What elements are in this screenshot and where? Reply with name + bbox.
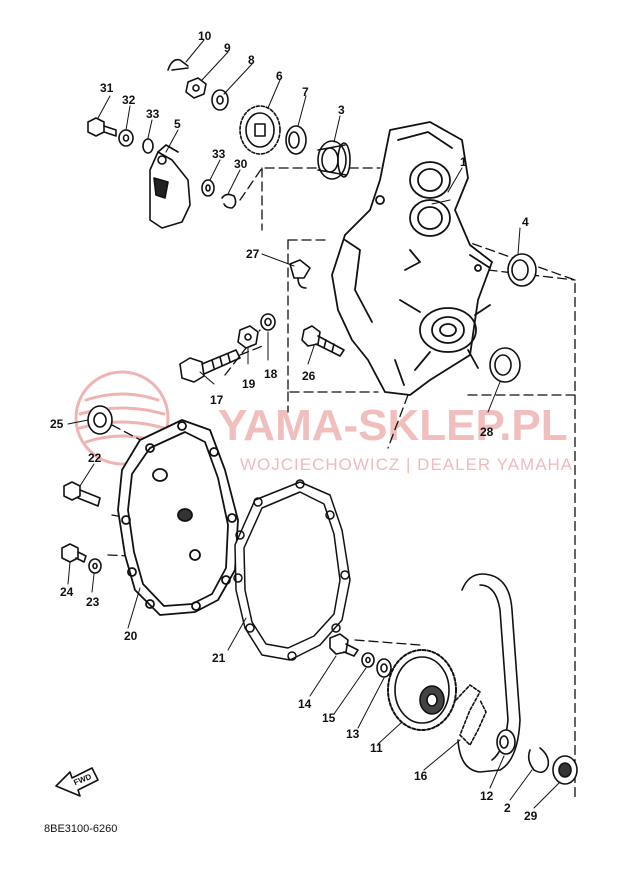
leader-lines [67, 39, 561, 809]
label-23[interactable]: 23 [86, 595, 100, 609]
watermark-subtitle: WOJCIECHOWICZ | DEALER YAMAHA [240, 455, 573, 474]
washer-13[interactable] [376, 658, 392, 678]
cotter-pin[interactable] [167, 58, 189, 71]
label-16[interactable]: 16 [414, 769, 428, 783]
collar[interactable] [285, 125, 307, 155]
washer[interactable] [211, 89, 229, 111]
label-8[interactable]: 8 [248, 53, 255, 67]
long-bolt[interactable] [179, 349, 241, 383]
gear-cover[interactable] [117, 419, 239, 616]
circlip-2[interactable] [527, 747, 550, 774]
label-28[interactable]: 28 [480, 425, 494, 439]
bearing[interactable] [317, 140, 351, 180]
sprocket-bolt[interactable] [329, 633, 359, 657]
label-24[interactable]: 24 [60, 585, 74, 599]
label-5[interactable]: 5 [174, 117, 181, 131]
bearing-29[interactable] [552, 755, 578, 785]
label-26[interactable]: 26 [302, 369, 316, 383]
oil-seal-right[interactable] [507, 253, 537, 287]
collar-12[interactable] [496, 729, 516, 755]
label-29[interactable]: 29 [524, 809, 538, 823]
sprocket[interactable] [239, 105, 281, 155]
label-1[interactable]: 1 [460, 155, 467, 169]
label-31[interactable]: 31 [100, 81, 114, 95]
label-20[interactable]: 20 [124, 629, 138, 643]
washer-small[interactable] [118, 129, 134, 147]
tensioner-arm[interactable] [149, 144, 191, 229]
cover-bolt-22[interactable] [63, 481, 101, 507]
label-22[interactable]: 22 [88, 451, 102, 465]
seal-25[interactable] [87, 405, 113, 435]
label-33-right[interactable]: 33 [212, 147, 226, 161]
label-32[interactable]: 32 [122, 93, 136, 107]
large-sprocket[interactable] [387, 649, 457, 731]
circlip[interactable] [221, 193, 237, 209]
label-18[interactable]: 18 [264, 367, 278, 381]
label-17[interactable]: 17 [210, 393, 224, 407]
label-3[interactable]: 3 [338, 103, 345, 117]
grease-nipple[interactable] [289, 259, 311, 289]
label-12[interactable]: 12 [480, 789, 494, 803]
oil-seal-lower[interactable] [489, 347, 521, 383]
label-9[interactable]: 9 [224, 41, 231, 55]
small-bolt[interactable] [87, 117, 117, 137]
label-11[interactable]: 11 [370, 741, 383, 755]
label-13[interactable]: 13 [346, 727, 360, 741]
nut-19[interactable] [237, 325, 259, 349]
label-25[interactable]: 25 [50, 417, 64, 431]
label-15[interactable]: 15 [322, 711, 336, 725]
label-2[interactable]: 2 [504, 801, 511, 815]
diagram-code: 8BE3100-6260 [44, 823, 117, 835]
cover-gasket[interactable] [233, 479, 351, 661]
gear-case[interactable] [331, 121, 493, 396]
cover-bolt-24[interactable] [61, 543, 87, 563]
washer-23[interactable] [88, 558, 102, 574]
washer-33[interactable] [201, 179, 215, 197]
label-14[interactable]: 14 [298, 697, 312, 711]
spring-washer[interactable] [142, 138, 154, 154]
label-30[interactable]: 30 [234, 157, 248, 171]
nut[interactable] [185, 77, 207, 99]
label-19[interactable]: 19 [242, 377, 256, 391]
washer-18[interactable] [260, 313, 276, 331]
label-27[interactable]: 27 [246, 247, 260, 261]
label-6[interactable]: 6 [276, 69, 283, 83]
label-7[interactable]: 7 [302, 85, 309, 99]
label-4[interactable]: 4 [522, 215, 529, 229]
drive-chain[interactable] [455, 573, 521, 773]
label-33-top[interactable]: 33 [146, 107, 160, 121]
washer-15[interactable] [361, 652, 375, 668]
label-10[interactable]: 10 [198, 29, 212, 43]
watermark-brand: YAMA-SKLEP.PL [218, 401, 568, 450]
case-bolt[interactable] [301, 325, 345, 357]
fwd-arrow-icon: FWD [55, 767, 99, 797]
part-labels: 10 9 8 6 7 3 1 4 5 31 32 33 33 30 27 18 … [50, 29, 538, 823]
label-21[interactable]: 21 [212, 651, 226, 665]
